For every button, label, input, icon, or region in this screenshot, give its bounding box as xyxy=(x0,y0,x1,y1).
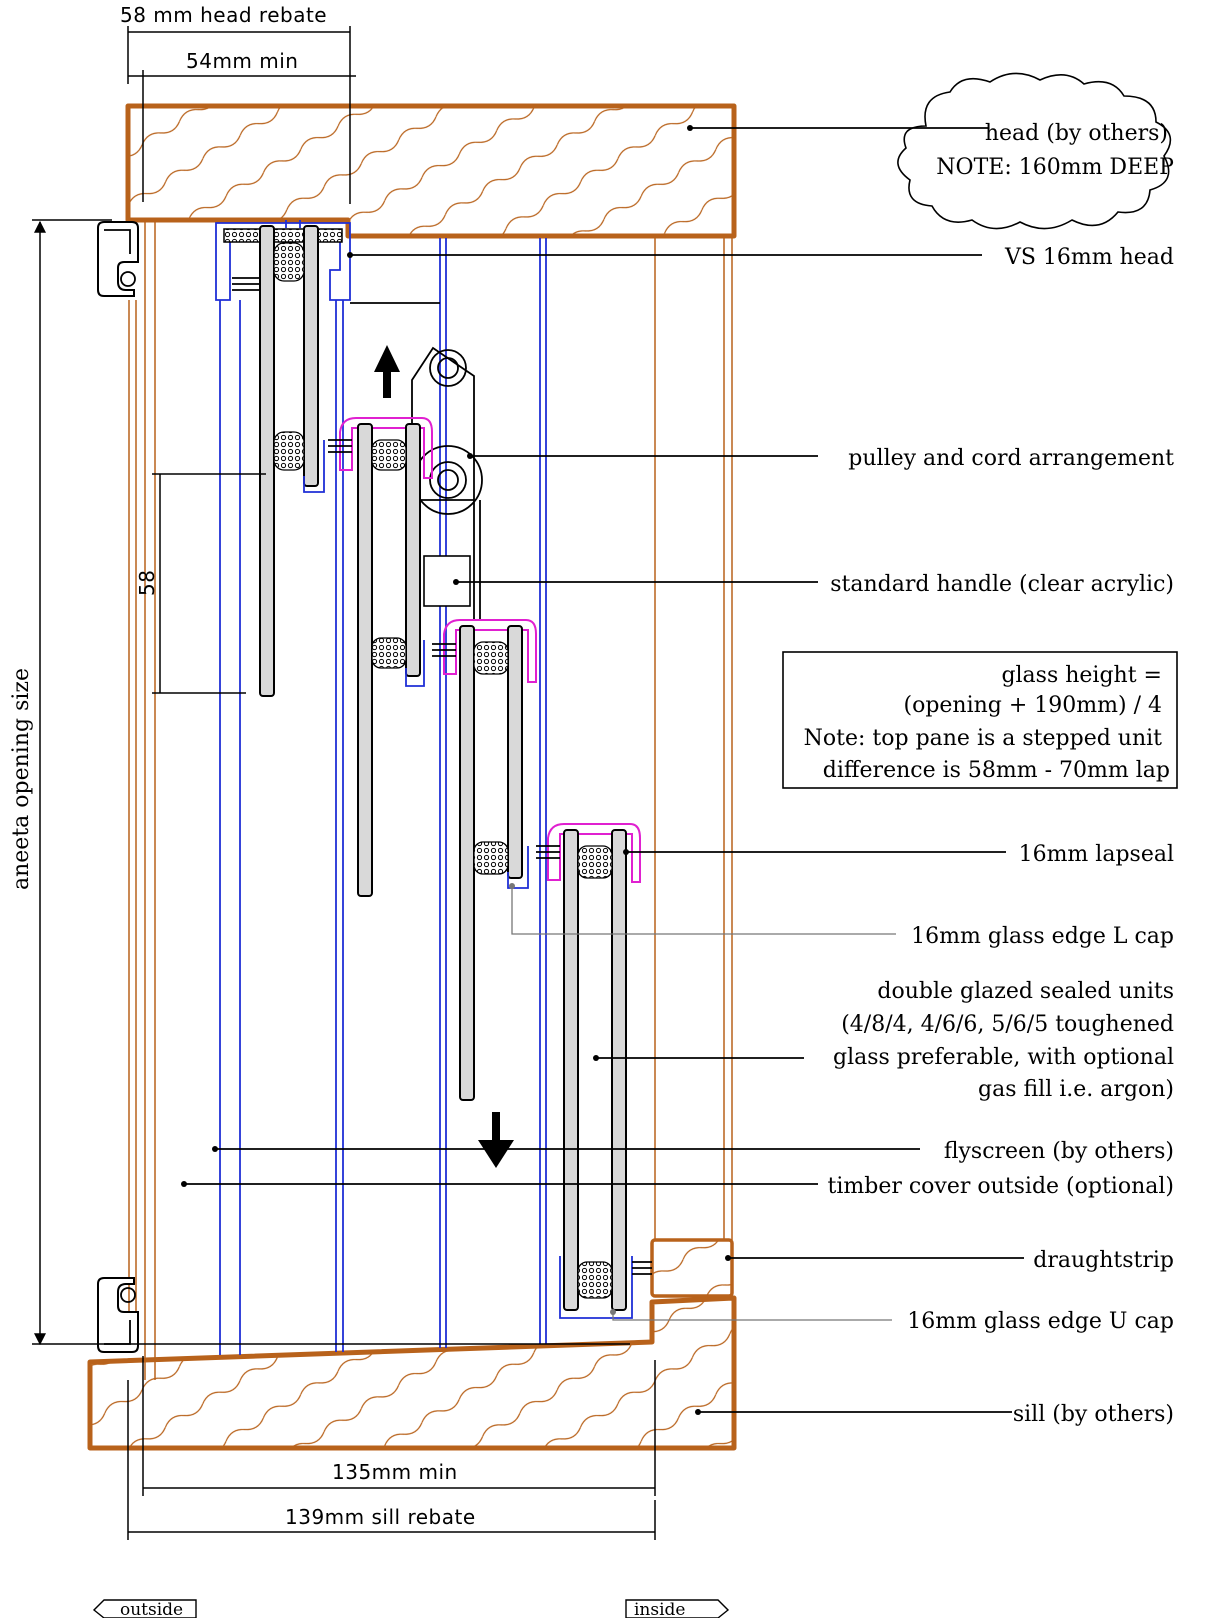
sill-timber xyxy=(87,1295,737,1451)
callout-lapseal: 16mm lapseal xyxy=(623,842,1174,867)
note-line-3: Note: top pane is a stepped unit xyxy=(804,726,1163,751)
jamb-lines xyxy=(128,222,733,1380)
dimension-lap: 58 xyxy=(135,473,266,694)
callout-head xyxy=(687,125,988,131)
lapseal-label: 16mm lapseal xyxy=(1019,842,1174,867)
note-line-4: difference is 58mm - 70mm lap xyxy=(823,758,1170,783)
callout-handle: standard handle (clear acrylic) xyxy=(453,572,1174,597)
callout-sill: sill (by others) xyxy=(695,1402,1174,1427)
l-cap-label: 16mm glass edge L cap xyxy=(911,924,1174,949)
vs-head-label: VS 16mm head xyxy=(1004,245,1174,270)
sill-rebate-label: 139mm sill rebate xyxy=(285,1505,476,1529)
sill-label: sill (by others) xyxy=(1013,1402,1174,1427)
inside-tag: inside xyxy=(625,1599,730,1618)
glass-pane-1 xyxy=(259,225,325,697)
note-line-2: (opening + 190mm) / 4 xyxy=(904,693,1163,718)
callout-draughtstrip: draughtstrip xyxy=(725,1248,1174,1273)
pulley-label: pulley and cord arrangement xyxy=(848,446,1174,471)
callout-pulley: pulley and cord arrangement xyxy=(467,446,1174,471)
dgu-line-2: (4/8/4, 4/6/6, 5/6/5 toughened xyxy=(841,1012,1174,1037)
head-timber xyxy=(125,103,737,239)
callout-l-cap: 16mm glass edge L cap xyxy=(509,883,1174,949)
down-arrow xyxy=(478,1112,514,1168)
head-note-label: NOTE: 160mm DEEP xyxy=(936,155,1174,180)
up-arrow xyxy=(374,345,400,398)
inside-label: inside xyxy=(634,1600,686,1618)
callout-dgu: double glazed sealed units (4/8/4, 4/6/6… xyxy=(593,979,1174,1102)
note-line-1: glass height = xyxy=(1001,663,1162,688)
sill-min-label: 135mm min xyxy=(332,1460,458,1484)
head-rebate-label: 58 mm head rebate xyxy=(120,3,327,27)
glass-height-note: glass height = (opening + 190mm) / 4 Not… xyxy=(782,651,1178,789)
dimension-head-min: 54mm min xyxy=(128,49,356,202)
dgu-line-4: gas fill i.e. argon) xyxy=(978,1077,1174,1102)
dimension-head-rebate: 58 mm head rebate xyxy=(120,3,351,204)
dimension-opening: aneeta opening size xyxy=(9,219,630,1346)
lap-label: 58 xyxy=(135,570,159,596)
timber-cover-label: timber cover outside (optional) xyxy=(828,1174,1175,1199)
handle-label: standard handle (clear acrylic) xyxy=(830,572,1174,597)
callout-timber-cover: timber cover outside (optional) xyxy=(181,1174,1174,1199)
opening-size-label: aneeta opening size xyxy=(9,668,34,890)
callout-vs-head: VS 16mm head xyxy=(347,245,1174,270)
callout-u-cap: 16mm glass edge U cap xyxy=(610,1309,1174,1334)
head-min-label: 54mm min xyxy=(186,49,299,73)
draughtstrip-label: draughtstrip xyxy=(1033,1248,1174,1273)
outside-tag: outside xyxy=(92,1599,197,1618)
head-by-others-label: head (by others) xyxy=(985,121,1168,146)
glass-pane-2 xyxy=(328,417,433,897)
dgu-line-3: glass preferable, with optional xyxy=(833,1045,1174,1070)
glass-pane-3 xyxy=(432,619,537,1101)
outside-clip-top xyxy=(97,221,139,297)
dimension-sill-min: 135mm min xyxy=(142,1356,656,1496)
outside-clip-bottom xyxy=(97,1277,139,1353)
dgu-line-1: double glazed sealed units xyxy=(877,979,1174,1004)
track-lines xyxy=(219,238,547,1355)
head-note-cloud: head (by others) NOTE: 160mm DEEP xyxy=(897,72,1174,230)
outside-label: outside xyxy=(120,1600,183,1618)
glass-pane-4 xyxy=(536,823,641,1319)
draughtstrip-block xyxy=(632,1238,734,1298)
handle xyxy=(423,555,471,607)
flyscreen-label: flyscreen (by others) xyxy=(944,1139,1174,1164)
dimension-sill-rebate: 139mm sill rebate xyxy=(127,1380,656,1540)
u-cap-label: 16mm glass edge U cap xyxy=(907,1309,1174,1334)
callout-flyscreen: flyscreen (by others) xyxy=(212,1139,1174,1164)
